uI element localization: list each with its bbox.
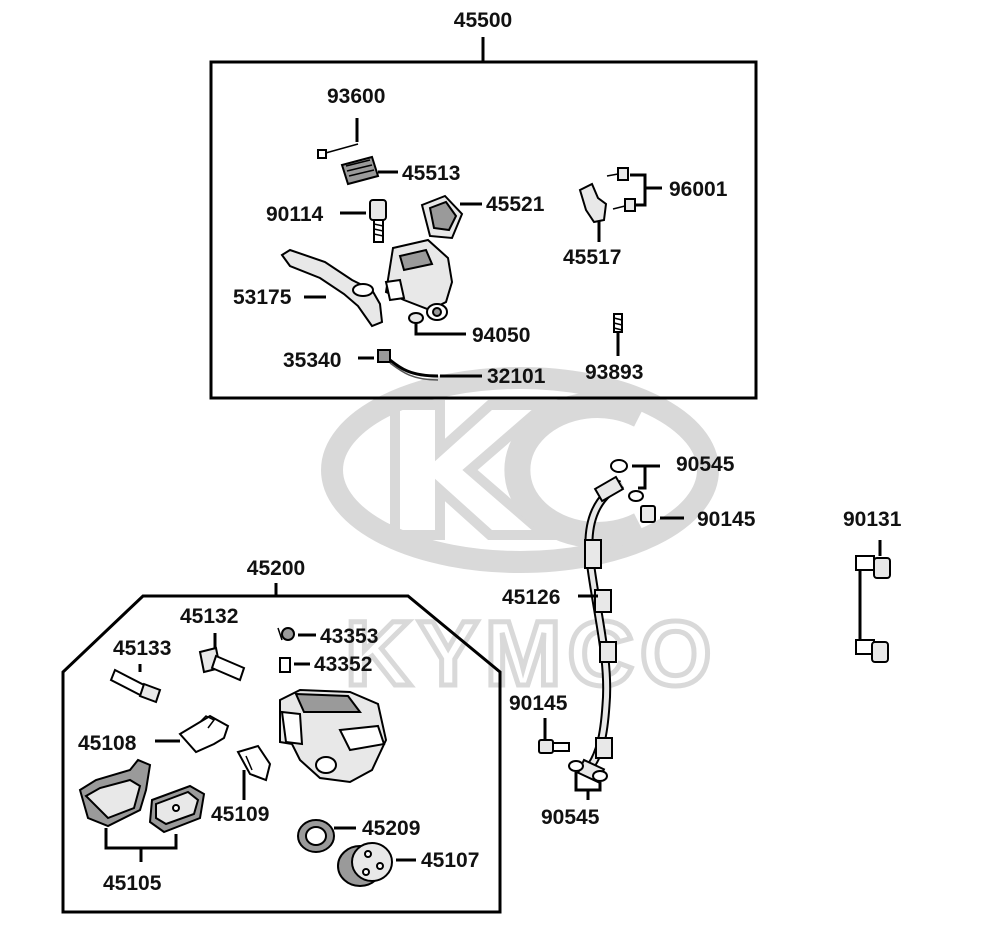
part-45105-brake-pads: [78, 758, 206, 834]
assembly-label-45200[interactable]: 45200: [247, 557, 305, 580]
part-label-90545-bottom[interactable]: 90545: [541, 806, 600, 829]
part-label-45517[interactable]: 45517: [563, 246, 621, 269]
part-label-45513[interactable]: 45513: [402, 162, 460, 185]
part-label-93893[interactable]: 93893: [585, 361, 643, 384]
part-45517-bracket: [578, 182, 608, 224]
part-label-90145-top[interactable]: 90145: [697, 508, 756, 531]
brake-hose-group: 90545 90145 45126 90145: [502, 453, 756, 829]
part-label-43352[interactable]: 43352: [314, 653, 372, 676]
part-label-45126[interactable]: 45126: [502, 586, 560, 609]
part-43353-bleeder-cap: [277, 627, 295, 641]
part-label-35340[interactable]: 35340: [283, 349, 341, 372]
part-90545-washers-top: [610, 459, 644, 502]
leader-line: [632, 464, 660, 490]
part-35340-brake-switch: [377, 349, 391, 363]
kymco-watermark-logo: KYMCO: [321, 367, 719, 708]
part-45132-slide-pin: [198, 646, 246, 682]
watermark-brand-text: KYMCO: [345, 603, 717, 705]
part-label-90131[interactable]: 90131: [843, 508, 902, 531]
part-label-45107[interactable]: 45107: [421, 849, 479, 872]
part-90131-group: 90131: [843, 508, 902, 663]
caliper-assembly: 45200 45132 43353 45133 43352: [61, 557, 502, 914]
part-90131-bolts: [855, 555, 891, 663]
part-45107-caliper-piston: [337, 842, 393, 887]
part-label-90114[interactable]: 90114: [266, 203, 324, 226]
part-90545-washers-bottom: [568, 760, 608, 782]
assembly-box-45200: [61, 594, 502, 914]
part-label-45209[interactable]: 45209: [362, 817, 420, 840]
part-label-45109[interactable]: 45109: [211, 803, 269, 826]
assembly-box-45500: [209, 60, 758, 400]
watermark-k-glyph: [390, 400, 559, 540]
part-45521-reservoir-cap: [420, 194, 464, 240]
part-label-94050[interactable]: 94050: [472, 324, 530, 347]
part-label-45133[interactable]: 45133: [113, 637, 171, 660]
part-90145-banjo-bolt-top: [640, 505, 656, 523]
master-cylinder-body: [384, 238, 454, 321]
leader-line: [414, 320, 466, 336]
part-93600-screw: [317, 143, 359, 159]
part-53175-brake-lever: [280, 248, 384, 328]
part-90145-banjo-bolt-bottom: [538, 739, 570, 754]
part-45513-diaphragm: [340, 155, 380, 186]
watermark-ellipse: [321, 367, 719, 573]
part-32101-wire: [389, 358, 439, 381]
master-cylinder-assembly: 45500 93600 45513 45521 90114: [209, 9, 758, 400]
part-label-45105[interactable]: 45105: [103, 872, 162, 895]
part-label-90545-top[interactable]: 90545: [676, 453, 735, 476]
part-90114-bolt: [369, 199, 387, 243]
part-45133-slide-pin: [109, 668, 162, 704]
part-94050-nut: [408, 312, 424, 324]
part-label-53175[interactable]: 53175: [233, 286, 292, 309]
part-label-90145-bottom[interactable]: 90145: [509, 692, 568, 715]
part-45108-pad-spring: [178, 714, 230, 754]
leader-bracket: [630, 173, 662, 207]
caliper-body: [279, 688, 388, 784]
part-label-32101[interactable]: 32101: [487, 365, 546, 388]
part-label-43353[interactable]: 43353: [320, 625, 378, 648]
assembly-label-45500[interactable]: 45500: [454, 9, 512, 32]
part-45109-pad-retainer: [236, 744, 272, 782]
part-label-96001[interactable]: 96001: [669, 178, 728, 201]
part-label-45108[interactable]: 45108: [78, 732, 137, 755]
part-93893-screw: [613, 313, 623, 333]
part-96001-screws: [606, 167, 636, 212]
part-label-93600[interactable]: 93600: [327, 85, 385, 108]
part-label-45132[interactable]: 45132: [180, 605, 238, 628]
part-label-45521[interactable]: 45521: [486, 193, 545, 216]
part-45209-piston-seal: [297, 819, 335, 853]
part-43352-bleeder-screw: [279, 657, 291, 673]
